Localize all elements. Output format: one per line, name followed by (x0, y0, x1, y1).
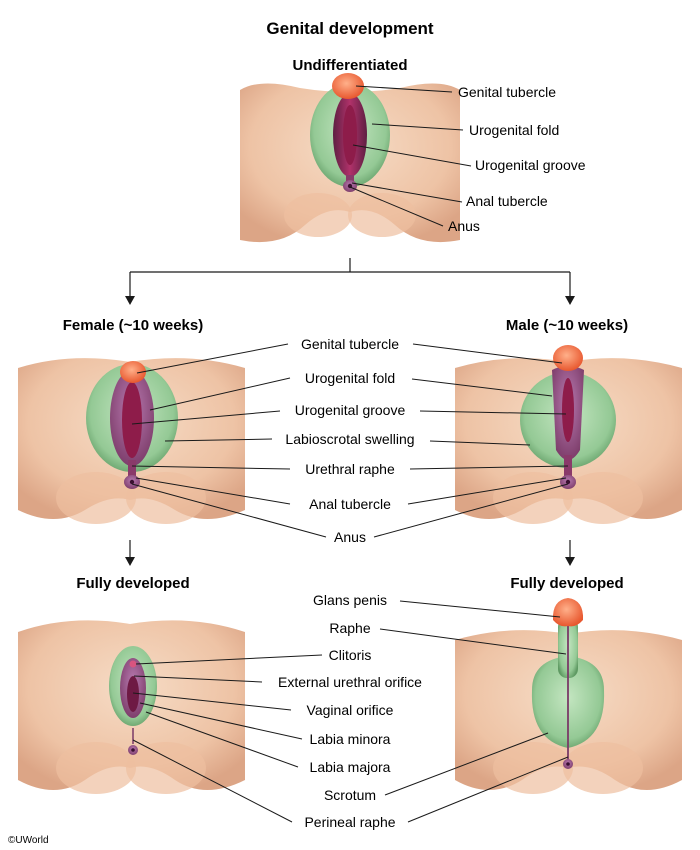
label-10w-anus: Anus (334, 529, 366, 545)
label-glans-penis: Glans penis (313, 592, 387, 608)
heading-female-fully-developed: Fully developed (76, 575, 189, 592)
label-undiff-urogenital-groove: Urogenital groove (475, 157, 586, 173)
copyright: ©UWorld (8, 835, 49, 846)
label-raphe: Raphe (329, 620, 370, 636)
label-vaginal-orifice: Vaginal orifice (307, 702, 394, 718)
illustration-male-fully-developed (455, 598, 682, 794)
label-10w-genital-tubercle: Genital tubercle (301, 336, 399, 352)
illustration-female-fully-developed (18, 620, 245, 794)
leaders-female-full (132, 654, 323, 768)
diagram-title: Genital development (266, 19, 434, 38)
branch-arrows (125, 258, 575, 305)
label-10w-urogenital-fold: Urogenital fold (305, 370, 395, 386)
heading-female-10-weeks: Female (~10 weeks) (63, 317, 204, 334)
heading-male-10-weeks: Male (~10 weeks) (506, 317, 628, 334)
leaders-perineal-raphe (132, 739, 569, 823)
illustration-female-10-weeks (18, 358, 245, 524)
leaders-male-full (379, 600, 567, 796)
label-undiff-anal-tubercle: Anal tubercle (466, 193, 548, 209)
label-10w-labioscrotal-swelling: Labioscrotal swelling (285, 431, 414, 447)
label-labia-majora: Labia majora (310, 759, 391, 775)
down-arrows (125, 540, 575, 566)
label-undiff-urogenital-fold: Urogenital fold (469, 122, 559, 138)
heading-male-fully-developed: Fully developed (510, 575, 623, 592)
heading-undifferentiated: Undifferentiated (292, 57, 407, 74)
label-undiff-genital-tubercle: Genital tubercle (458, 84, 556, 100)
leaders-undifferentiated (349, 85, 472, 227)
label-perineal-raphe: Perineal raphe (304, 814, 395, 830)
label-external-urethral-orifice: External urethral orifice (278, 674, 422, 690)
label-10w-anal-tubercle: Anal tubercle (309, 496, 391, 512)
leaders-10-weeks (131, 343, 569, 538)
label-undiff-anus: Anus (448, 218, 480, 234)
illustration-undifferentiated (240, 73, 460, 243)
label-clitoris: Clitoris (329, 647, 372, 663)
illustration-male-10-weeks (455, 345, 682, 524)
label-scrotum: Scrotum (324, 787, 376, 803)
label-labia-minora: Labia minora (310, 731, 391, 747)
label-10w-urogenital-groove: Urogenital groove (295, 402, 406, 418)
label-10w-urethral-raphe: Urethral raphe (305, 461, 395, 477)
